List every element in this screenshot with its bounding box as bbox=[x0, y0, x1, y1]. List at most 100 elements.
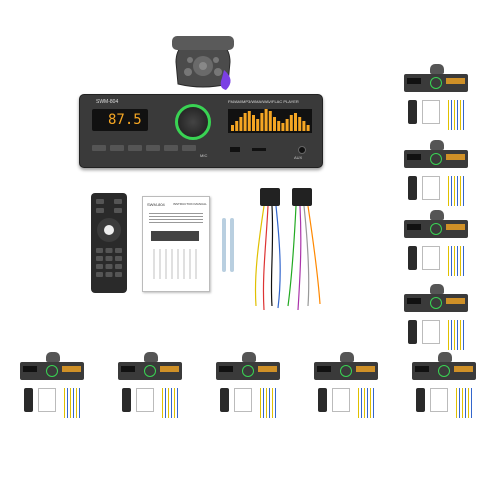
instruction-manual: SWM-804 INSTRUCTION MANUAL bbox=[142, 196, 210, 292]
product-thumbnail[interactable] bbox=[404, 140, 470, 212]
aux-label: AUX bbox=[294, 155, 303, 160]
fuse bbox=[230, 218, 234, 272]
steering-wheel-remote bbox=[172, 36, 234, 90]
spectrum-bar bbox=[235, 121, 239, 131]
mic-label: MIC bbox=[200, 153, 208, 158]
fuse bbox=[222, 218, 226, 272]
sd-card-slot[interactable] bbox=[252, 148, 266, 151]
thumb-steering-remote bbox=[438, 352, 452, 362]
thumb-wiring bbox=[358, 388, 376, 418]
thumb-head-unit bbox=[404, 150, 468, 168]
preset-button-3[interactable] bbox=[128, 145, 142, 151]
thumb-wiring bbox=[448, 100, 466, 130]
preset-button-4[interactable] bbox=[146, 145, 160, 151]
thumb-wiring bbox=[448, 320, 466, 350]
spectrum-bar bbox=[239, 117, 243, 131]
product-thumbnail[interactable] bbox=[404, 284, 470, 356]
spectrum-bar bbox=[273, 117, 276, 131]
thumb-manual bbox=[136, 388, 154, 412]
thumb-steering-remote bbox=[430, 284, 444, 294]
thumb-steering-remote bbox=[430, 64, 444, 74]
thumb-manual bbox=[422, 320, 440, 344]
preset-button-1[interactable] bbox=[92, 145, 106, 151]
thumb-ir-remote bbox=[408, 176, 417, 200]
spectrum-bar bbox=[306, 125, 310, 131]
feature-strip: FM/AM/MP3/WMA/WAV/FLAC PLAYER bbox=[228, 99, 299, 104]
spectrum-bar bbox=[268, 111, 272, 131]
preset-button-2[interactable] bbox=[110, 145, 124, 151]
thumb-manual bbox=[422, 100, 440, 124]
display-screen: 87.5 bbox=[92, 109, 148, 131]
spectrum-bar bbox=[264, 109, 268, 131]
thumb-head-unit bbox=[216, 362, 280, 380]
thumb-steering-remote bbox=[430, 140, 444, 150]
spectrum-bar bbox=[302, 121, 306, 131]
thumb-steering-remote bbox=[144, 352, 158, 362]
spectrum-bar bbox=[231, 125, 234, 131]
thumb-manual bbox=[422, 246, 440, 270]
thumb-manual bbox=[430, 388, 448, 412]
spectrum-bar bbox=[281, 123, 285, 131]
preset-button-6[interactable] bbox=[182, 145, 196, 151]
thumb-head-unit bbox=[404, 74, 468, 92]
volume-knob[interactable] bbox=[175, 104, 211, 140]
product-thumbnail[interactable] bbox=[118, 352, 184, 424]
spectrum-bar bbox=[243, 113, 247, 131]
spectrum-bar bbox=[294, 113, 297, 131]
thumb-steering-remote bbox=[340, 352, 354, 362]
display-frequency: 87.5 bbox=[108, 112, 142, 128]
thumb-steering-remote bbox=[430, 210, 444, 220]
thumb-wiring bbox=[162, 388, 180, 418]
spectrum-bar bbox=[256, 119, 260, 131]
thumb-ir-remote bbox=[416, 388, 425, 412]
thumb-ir-remote bbox=[24, 388, 33, 412]
model-label: SWM-804 bbox=[96, 99, 119, 105]
thumb-manual bbox=[38, 388, 56, 412]
thumb-head-unit bbox=[404, 294, 468, 312]
usb-port[interactable] bbox=[230, 147, 240, 152]
thumb-wiring bbox=[448, 176, 466, 206]
manual-text-lines bbox=[149, 213, 203, 225]
thumb-ir-remote bbox=[220, 388, 229, 412]
thumb-wiring bbox=[448, 246, 466, 276]
car-stereo-head-unit: SWM-804 FM/AM/MP3/WMA/WAV/FLAC PLAYER 87… bbox=[79, 94, 323, 168]
product-thumbnail[interactable] bbox=[412, 352, 478, 424]
manual-model: SWM-804 bbox=[147, 202, 165, 207]
wiring-harness bbox=[254, 188, 321, 311]
spectrum-bar bbox=[260, 113, 264, 131]
ir-remote-control bbox=[91, 193, 127, 293]
thumb-manual bbox=[422, 176, 440, 200]
spectrum-bar bbox=[289, 115, 293, 131]
product-thumbnail[interactable] bbox=[216, 352, 282, 424]
manual-title: INSTRUCTION MANUAL bbox=[173, 202, 207, 206]
thumb-wiring bbox=[64, 388, 82, 418]
aux-jack[interactable] bbox=[298, 146, 306, 154]
spectrum-bar bbox=[252, 115, 255, 131]
thumb-steering-remote bbox=[242, 352, 256, 362]
thumb-ir-remote bbox=[408, 246, 417, 270]
spectrum-bar bbox=[247, 111, 251, 131]
manual-diagram bbox=[153, 249, 197, 279]
product-thumbnail[interactable] bbox=[314, 352, 380, 424]
spectrum-bar bbox=[277, 121, 281, 131]
thumb-head-unit bbox=[20, 362, 84, 380]
thumb-manual bbox=[234, 388, 252, 412]
thumb-ir-remote bbox=[122, 388, 131, 412]
spectrum-bar bbox=[298, 117, 302, 131]
thumb-head-unit bbox=[404, 220, 468, 238]
thumb-ir-remote bbox=[408, 100, 417, 124]
thumb-wiring bbox=[260, 388, 278, 418]
product-thumbnail[interactable] bbox=[404, 210, 470, 282]
manual-unit-image bbox=[151, 231, 199, 241]
product-thumbnail[interactable] bbox=[404, 64, 470, 136]
thumb-wiring bbox=[456, 388, 474, 418]
preset-button-5[interactable] bbox=[164, 145, 178, 151]
thumb-head-unit bbox=[314, 362, 378, 380]
thumb-manual bbox=[332, 388, 350, 412]
thumb-head-unit bbox=[412, 362, 476, 380]
button-row bbox=[92, 141, 222, 157]
thumb-head-unit bbox=[118, 362, 182, 380]
spectrum-bar bbox=[285, 119, 289, 131]
thumb-ir-remote bbox=[318, 388, 327, 412]
product-thumbnail[interactable] bbox=[20, 352, 86, 424]
